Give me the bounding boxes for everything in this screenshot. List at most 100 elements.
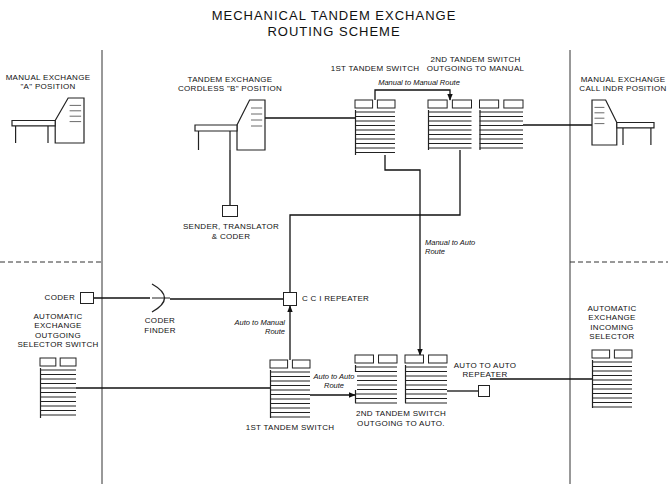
switch-bank	[405, 403, 447, 404]
switch-node: AUTOMATIC EXCHANGE INCOMING SELECTOR	[592, 350, 632, 408]
switch-head	[592, 350, 610, 358]
switch-bank	[270, 376, 310, 377]
switch-head	[429, 355, 447, 363]
switch-bank	[40, 406, 76, 407]
switch-bank	[428, 121, 472, 122]
switch-bank	[40, 388, 76, 389]
switch-bank	[405, 380, 447, 381]
switch-bank	[355, 130, 395, 131]
node-label: CODER	[45, 293, 75, 303]
switch-bank	[355, 112, 395, 113]
switch-head	[428, 100, 447, 108]
switch-bank	[592, 407, 632, 408]
switch-bank	[270, 399, 310, 400]
diagram-title: MECHANICAL TANDEM EXCHANGE ROUTING SCHEM…	[184, 8, 484, 41]
desk-panel	[237, 100, 265, 150]
switch-bank	[40, 379, 76, 380]
route-line	[289, 306, 290, 360]
switch-node: 2ND TANDEM SWITCH OUTGOING TO MANUAL	[428, 100, 523, 150]
switch-bank	[355, 121, 395, 122]
divider-dashed	[570, 262, 668, 263]
switch-bank	[355, 139, 395, 140]
switch-bank	[405, 389, 447, 390]
route-line	[290, 150, 460, 292]
switch-bank	[592, 384, 632, 385]
route-line	[385, 155, 420, 355]
finder-node: CODER FINDER	[150, 283, 170, 313]
route-label: Auto to Manual Route	[230, 318, 286, 336]
switch-bank	[428, 134, 472, 135]
desk-shelf	[617, 123, 654, 128]
route-line	[76, 387, 270, 388]
route-line	[229, 150, 230, 205]
desk-shelf	[195, 125, 237, 131]
equipment-box: CODER	[80, 292, 94, 304]
route-line	[310, 394, 355, 395]
switch-bank	[405, 385, 447, 386]
switch-bank	[355, 389, 397, 390]
switch-bank	[428, 125, 472, 126]
node-label: 1ST TANDEM SWITCH	[329, 64, 421, 74]
switch-node: 1ST TANDEM SWITCH	[270, 360, 310, 418]
switch-bank	[355, 394, 397, 395]
switch-bank	[428, 139, 472, 140]
switch-bank	[428, 148, 472, 149]
switch-bank	[40, 370, 76, 371]
switch-head	[504, 100, 523, 108]
switch-bank	[592, 380, 632, 381]
switch-bank	[405, 371, 447, 372]
switch-head	[40, 358, 56, 366]
switch-bank	[355, 125, 395, 126]
switch-bank	[355, 398, 397, 399]
switch-bank	[592, 389, 632, 390]
switch-bank	[405, 367, 447, 368]
jack-strip	[251, 126, 262, 127]
switch-bank	[270, 408, 310, 409]
switch-node: 2ND TANDEM SWITCH OUTGOING TO AUTO.	[355, 355, 447, 403]
switch-bank	[355, 134, 395, 135]
switch-bank	[592, 393, 632, 394]
switch-bank	[270, 385, 310, 386]
connector-group	[76, 90, 592, 395]
node-label: C C I REPEATER	[302, 294, 369, 304]
node-illustration	[40, 358, 76, 418]
switch-bank	[480, 139, 524, 140]
switch-bank	[480, 130, 524, 131]
route-label: Auto to Auto Route	[311, 372, 357, 390]
switch-head	[270, 360, 288, 368]
switch-head	[452, 100, 471, 108]
switch-bank	[405, 398, 447, 399]
route-line	[94, 297, 150, 298]
switch-bank	[428, 112, 472, 113]
switch-head	[355, 355, 373, 363]
position-node: MANUAL EXCHANGE CALL INDR POSITION	[592, 100, 654, 145]
switch-head	[480, 100, 499, 108]
switch-bank	[355, 152, 395, 153]
switch-bank	[428, 143, 472, 144]
jack-strip	[251, 114, 262, 115]
switch-bank	[592, 362, 632, 363]
switch-node: AUTOMATIC EXCHANGE OUTGOING SELECTOR SWI…	[40, 358, 76, 418]
node-label: CODER FINDER	[128, 316, 192, 335]
desk-legs	[623, 128, 651, 145]
switch-bank	[355, 376, 397, 377]
switch-bank	[270, 381, 310, 382]
position-node: TANDEM EXCHANGE CORDLESS "B" POSITION	[195, 100, 265, 150]
switch-bank	[480, 125, 524, 126]
switch-bank	[40, 397, 76, 398]
switch-head	[355, 100, 373, 108]
equipment-box: SENDER, TRANSLATOR & CODER	[222, 205, 238, 217]
switch-bank	[592, 402, 632, 403]
switch-bank	[355, 380, 397, 381]
divider-dashed	[0, 262, 102, 263]
node-label: AUTOMATIC EXCHANGE INCOMING SELECTOR	[568, 304, 656, 342]
switch-bank	[592, 375, 632, 376]
node-illustration	[195, 100, 265, 150]
jack-strip	[594, 112, 604, 113]
node-illustration	[150, 283, 170, 313]
node-label: 1ST TANDEM SWITCH	[244, 423, 336, 433]
switch-bank	[480, 148, 524, 149]
switch-bank	[270, 412, 310, 413]
